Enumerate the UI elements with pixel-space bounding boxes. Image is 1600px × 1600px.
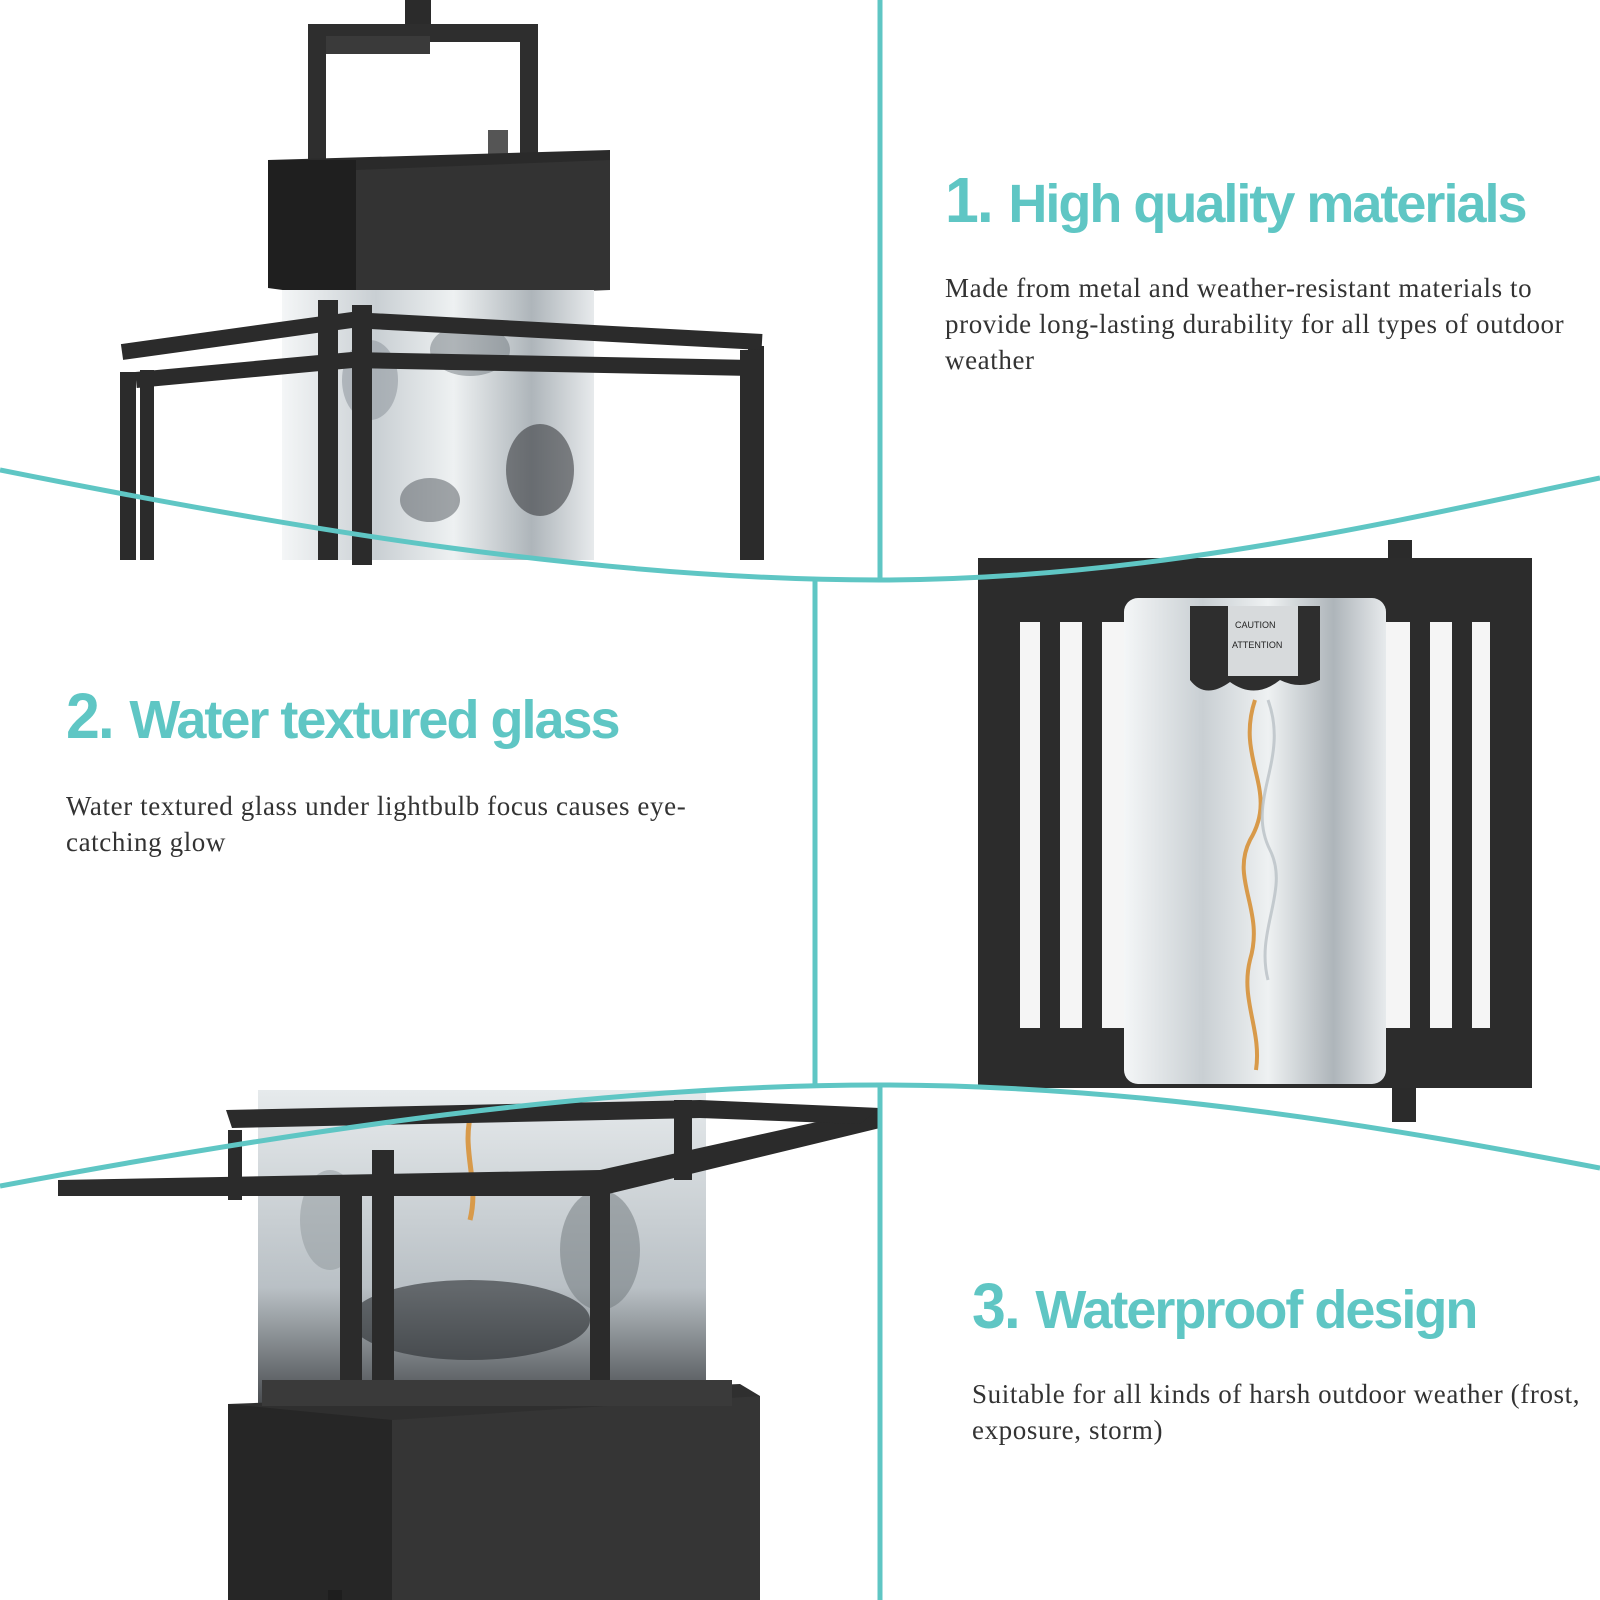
feature-3-heading: 3.Waterproof design	[972, 1274, 1592, 1338]
feature-3-number: 3.	[972, 1270, 1021, 1342]
feature-1-heading: 1.High quality materials	[945, 168, 1565, 232]
bulb-label-caution: CAUTION	[1235, 620, 1276, 630]
feature-2-description: Water textured glass under lightbulb foc…	[66, 791, 687, 857]
divider-bottom-curve	[0, 1082, 1600, 1189]
feature-water-textured-glass: 2.Water textured glass Water textured gl…	[66, 684, 726, 860]
bulb-label-attention: ATTENTION	[1232, 640, 1282, 650]
lamp-top-photo	[120, 0, 764, 565]
feature-2-title: Water textured glass	[129, 690, 620, 750]
feature-1-description: Made from metal and weather-resistant ma…	[945, 273, 1565, 375]
lamp-front-photo: CAUTION ATTENTION	[978, 540, 1532, 1122]
feature-3-description: Suitable for all kinds of harsh outdoor …	[972, 1379, 1581, 1445]
feature-waterproof-design: 3.Waterproof design Suitable for all kin…	[972, 1274, 1592, 1448]
feature-1-title: High quality materials	[1008, 174, 1527, 234]
feature-2-heading: 2.Water textured glass	[66, 684, 726, 748]
lamp-base-photo	[58, 1090, 880, 1600]
feature-3-title: Waterproof design	[1035, 1280, 1478, 1340]
feature-1-number: 1.	[945, 164, 994, 236]
feature-2-number: 2.	[66, 680, 115, 752]
feature-high-quality-materials: 1.High quality materials Made from metal…	[945, 168, 1565, 378]
